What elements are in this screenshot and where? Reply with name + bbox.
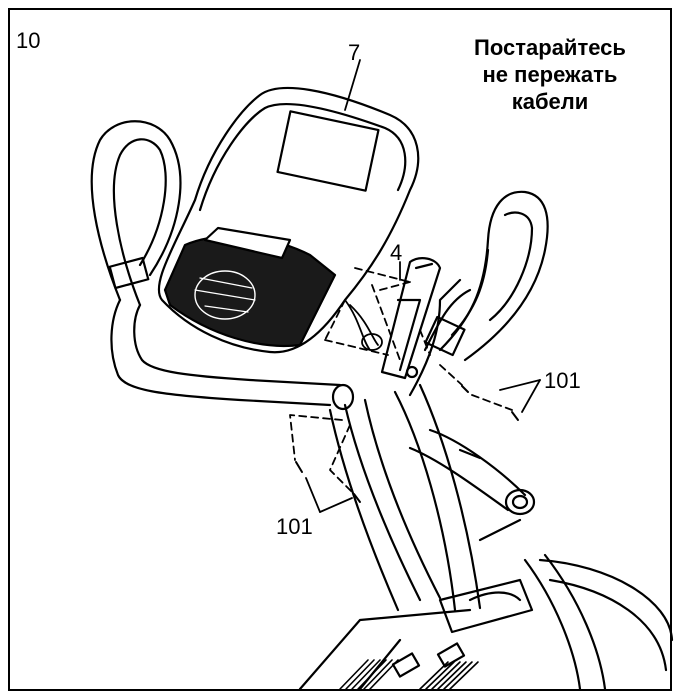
left-handlebar bbox=[90, 120, 355, 411]
right-moving-arm bbox=[408, 278, 536, 542]
screws-101 bbox=[295, 385, 519, 503]
callout-screws-left: 101 bbox=[276, 514, 313, 539]
callout-screws-right: 101 bbox=[544, 368, 581, 393]
console-display bbox=[276, 110, 380, 192]
callout-console: 7 bbox=[348, 40, 361, 65]
step-number: 10 bbox=[16, 28, 41, 53]
console bbox=[157, 86, 420, 354]
alignment-dashes bbox=[289, 267, 513, 493]
caution-line-3: кабели bbox=[511, 89, 589, 114]
cable-caution-note: Постарайтесь не пережать кабели bbox=[430, 34, 670, 115]
flywheel-housing bbox=[298, 553, 674, 691]
callout-bracket: 4 bbox=[390, 240, 403, 265]
console-speaker bbox=[194, 270, 256, 320]
left-moving-arm bbox=[328, 398, 442, 612]
callout-leaders bbox=[305, 59, 541, 513]
mounting-bracket bbox=[380, 257, 442, 380]
caution-line-2: не пережать bbox=[482, 62, 618, 87]
vent-slots-left bbox=[339, 659, 399, 690]
upright-mast bbox=[393, 383, 534, 634]
console-cables bbox=[344, 299, 383, 351]
caution-line-1: Постарайтесь bbox=[474, 35, 626, 60]
vent-slots-right bbox=[419, 661, 479, 690]
right-handlebar bbox=[424, 190, 549, 362]
